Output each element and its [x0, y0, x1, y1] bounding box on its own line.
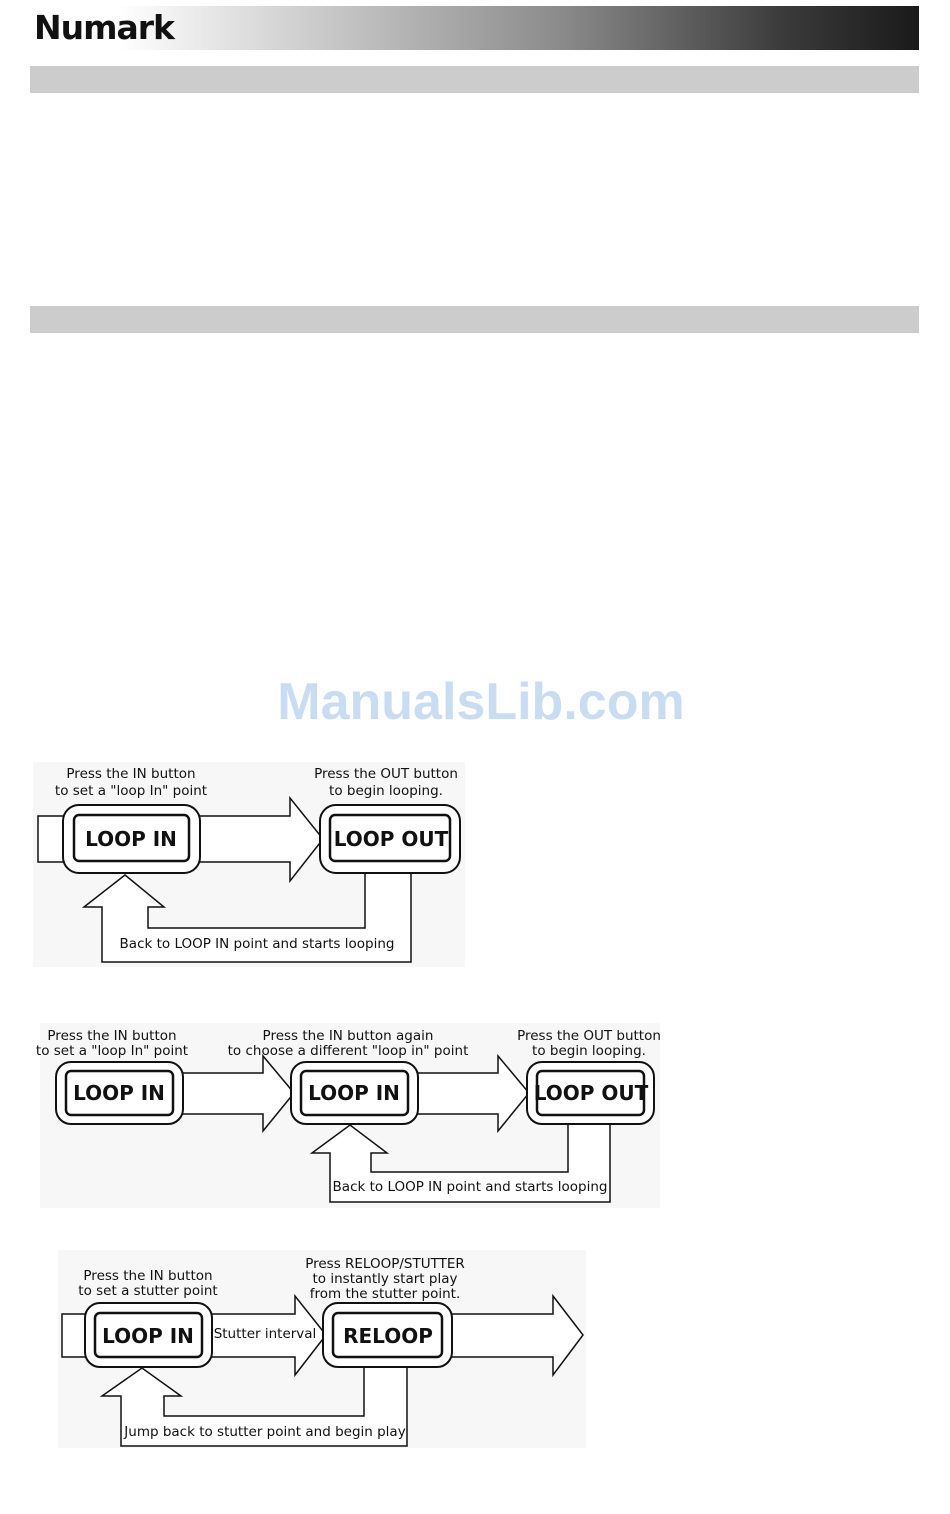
caption-in-line2: to set a stutter point — [78, 1283, 217, 1299]
loop-in-label: LOOP IN — [73, 1081, 165, 1105]
caption-reloop-line1: Press RELOOP/STUTTER — [305, 1256, 465, 1272]
header-banner: Numark — [30, 6, 919, 50]
section-bar-1 — [30, 66, 919, 93]
forward-arrow — [194, 795, 324, 884]
caption-reloop-line2: to instantly start play — [313, 1271, 458, 1287]
caption-in-line2: to set a "loop In" point — [36, 1043, 188, 1059]
reloop-button — [331, 1311, 444, 1359]
caption-in-line1: Press the IN button — [83, 1268, 212, 1284]
forward-arrow-1 — [174, 1053, 295, 1134]
loop-in-label: LOOP IN — [102, 1324, 194, 1348]
loop-out-label: LOOP OUT — [534, 1081, 649, 1105]
return-arrow — [81, 871, 412, 963]
caption-out-line2: to begin looping. — [532, 1043, 646, 1059]
caption-interval: Stutter interval — [214, 1326, 317, 1342]
loop-in-button — [72, 813, 191, 863]
return-arrow — [99, 1365, 408, 1447]
caption-in-line1: Press the IN button — [66, 766, 195, 782]
brand-logo: Numark — [34, 8, 175, 47]
caption-return: Back to LOOP IN point and starts looping — [120, 936, 395, 952]
return-arrow — [309, 1121, 611, 1203]
loop-in-2-button — [299, 1069, 410, 1117]
watermark: ManualsLib.com — [277, 673, 685, 731]
exit-arrow — [445, 1293, 584, 1378]
loop-in-2-label: LOOP IN — [308, 1081, 400, 1105]
loop-out-button — [535, 1069, 646, 1117]
loop-in-button — [64, 1069, 175, 1117]
section-bar-2 — [30, 306, 919, 333]
loop-in-label: LOOP IN — [85, 827, 177, 851]
caption-reloop-line3: from the stutter point. — [310, 1286, 461, 1302]
reloop-label: RELOOP — [343, 1324, 433, 1348]
caption-out-line1: Press the OUT button — [517, 1028, 661, 1044]
caption-in-line1: Press the IN button — [47, 1028, 176, 1044]
caption-return: Jump back to stutter point and begin pla… — [123, 1424, 405, 1440]
caption-again-line1: Press the IN button again — [263, 1028, 434, 1044]
loop-out-button — [328, 813, 452, 863]
forward-arrow-2 — [409, 1053, 530, 1134]
caption-return: Back to LOOP IN point and starts looping — [333, 1179, 608, 1195]
caption-out-line2: to begin looping. — [329, 783, 443, 799]
caption-again-line2: to choose a different "loop in" point — [228, 1043, 469, 1059]
loop-in-button — [93, 1311, 204, 1359]
caption-in-line2: to set a "loop In" point — [55, 783, 207, 799]
caption-out-line1: Press the OUT button — [314, 766, 458, 782]
stutter-interval-arrow — [204, 1293, 327, 1378]
loop-out-label: LOOP OUT — [334, 827, 449, 851]
